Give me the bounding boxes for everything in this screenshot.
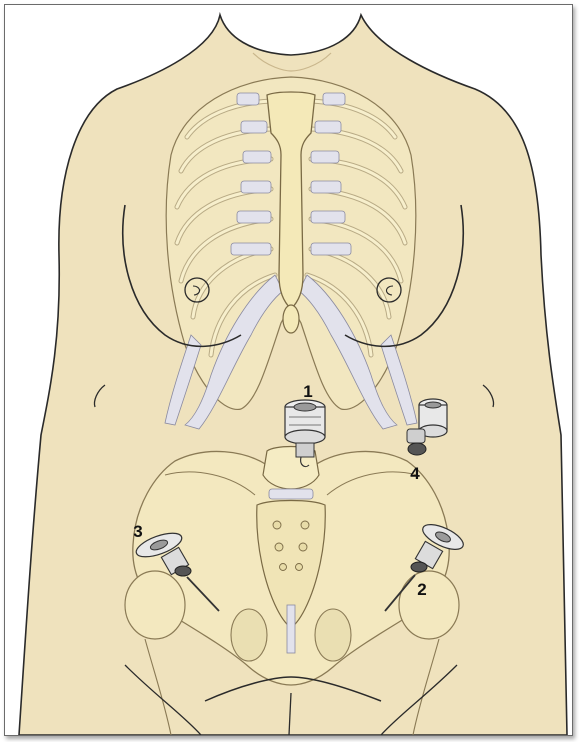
port-label-1: 1: [303, 382, 312, 401]
port-label-3: 3: [133, 522, 142, 541]
xiphoid-process: [283, 305, 299, 333]
anatomy-illustration: 1 2 3 4: [5, 5, 572, 735]
femoral-head-left: [125, 571, 185, 639]
port-label-2: 2: [417, 580, 426, 599]
femoral-head-right: [399, 571, 459, 639]
port-label-4: 4: [410, 464, 420, 483]
illustration-frame: 1 2 3 4: [4, 4, 573, 736]
